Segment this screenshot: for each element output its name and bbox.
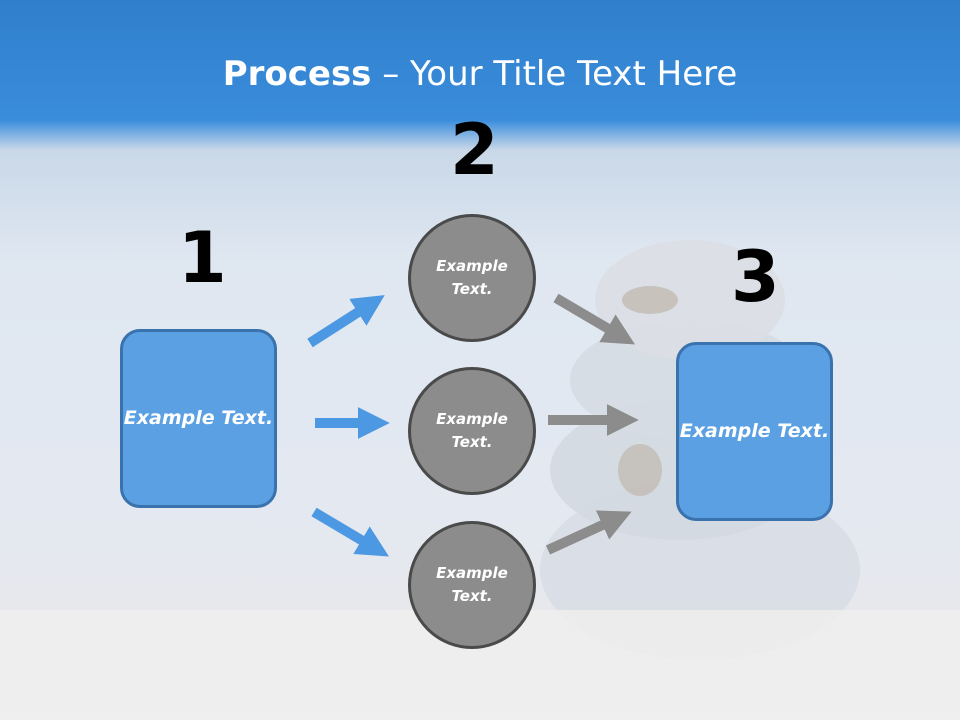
step-1-label: Example Text. [123, 407, 274, 429]
arrow-gray-up [545, 510, 632, 555]
title-rest: – Your Title Text Here [371, 54, 738, 94]
circle-label: Example Text. [436, 257, 508, 298]
step-3-label: Example Text. [679, 420, 830, 442]
title-bold: Process [222, 54, 372, 94]
arrow-blue-down [311, 507, 390, 557]
circle-label: Example Text. [436, 410, 508, 451]
step-number-2: 2 [450, 109, 499, 191]
step-2-circle-middle: Example Text. [408, 367, 536, 495]
arrow-blue-up [307, 295, 385, 348]
step-1-box: Example Text. [120, 329, 277, 508]
step-2-circle-bottom: Example Text. [408, 521, 536, 649]
circle-label: Example Text. [436, 564, 508, 605]
slide-title: Process – Your Title Text Here [0, 52, 960, 96]
arrow-gray-down [553, 293, 636, 345]
step-2-circle-top: Example Text. [408, 214, 536, 342]
step-number-3: 3 [731, 236, 780, 318]
step-number-1: 1 [178, 217, 227, 299]
step-3-box: Example Text. [676, 342, 833, 521]
